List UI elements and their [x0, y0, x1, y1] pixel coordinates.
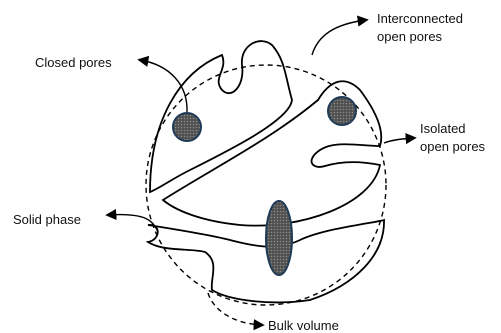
bulk-volume-label: Bulk volume: [268, 318, 339, 333]
solid-grain-upper: [150, 41, 292, 192]
closed-pore-left: [173, 113, 201, 141]
isolated-pores-arrow: [384, 138, 414, 143]
interconnected-pores-label-line2: open pores: [377, 29, 443, 44]
closed-pore-right: [328, 97, 356, 125]
isolated-pores-label: Isolated open pores: [420, 121, 486, 154]
isolated-pores-label-line1: Isolated: [420, 121, 466, 136]
solid-phase-label: Solid phase: [13, 212, 81, 227]
isolated-pores-label-line2: open pores: [420, 139, 486, 154]
closed-pore-elongated: [266, 201, 292, 275]
interconnected-pores-label-line1: Interconnected: [377, 11, 463, 26]
interconnected-pores-arrow: [312, 20, 366, 55]
interconnected-pores-label: Interconnected open pores: [377, 11, 467, 44]
closed-pores-label: Closed pores: [35, 55, 112, 70]
closed-pores-arrow: [140, 60, 187, 112]
